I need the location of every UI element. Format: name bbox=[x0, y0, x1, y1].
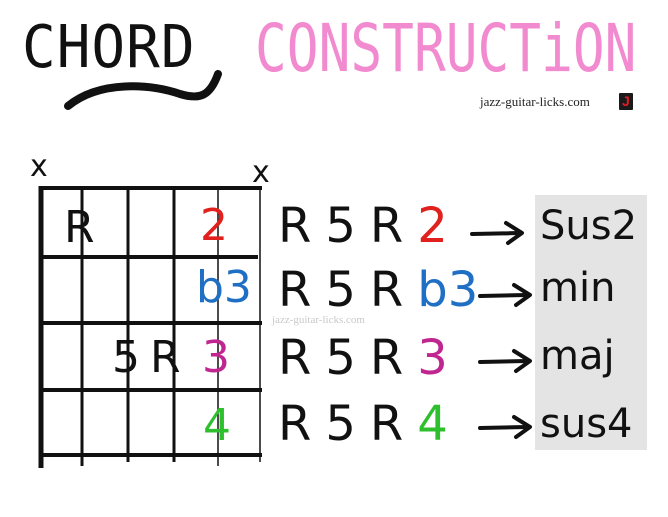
result-min: min bbox=[540, 265, 616, 311]
arrow-right-icon bbox=[470, 221, 524, 245]
result-sus2: Sus2 bbox=[540, 203, 638, 249]
title-chord: CHORD bbox=[22, 13, 196, 82]
note-5-fret3: 5 bbox=[112, 332, 140, 383]
muted-string-low-e: x bbox=[30, 149, 48, 184]
arrow-right-icon bbox=[478, 283, 532, 307]
note-2-fret1: 2 bbox=[200, 200, 228, 251]
watermark: jazz-guitar-licks.com bbox=[272, 314, 365, 326]
title-underline-swoosh bbox=[64, 70, 222, 110]
interval-3: 3 bbox=[417, 330, 448, 386]
title-construction: CONSTRUCTiON bbox=[255, 10, 637, 87]
note-4-fret4: 4 bbox=[203, 400, 231, 451]
note-root-fret1: R bbox=[64, 202, 95, 253]
muted-string-high-e: x bbox=[252, 155, 270, 190]
arrow-right-icon bbox=[478, 349, 532, 373]
site-credit: jazz-guitar-licks.com bbox=[480, 94, 590, 109]
arrow-right-icon bbox=[478, 415, 532, 439]
interval-2: 2 bbox=[417, 198, 448, 254]
note-root-fret3: R bbox=[150, 332, 181, 383]
result-sus4: sus4 bbox=[540, 401, 633, 447]
result-maj: maj bbox=[540, 333, 615, 379]
interval-b3: b3 bbox=[417, 262, 479, 318]
interval-4: 4 bbox=[417, 396, 448, 452]
site-logo-icon: J bbox=[619, 93, 633, 110]
result-column bbox=[535, 195, 647, 450]
note-3-fret3: 3 bbox=[202, 332, 230, 383]
note-b3-fret2: b3 bbox=[196, 262, 252, 313]
